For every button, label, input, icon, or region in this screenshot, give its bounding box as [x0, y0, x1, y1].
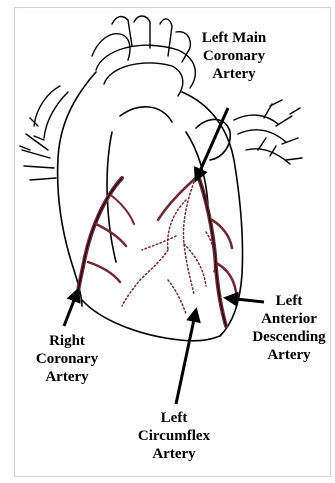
label-line: Artery: [30, 368, 104, 386]
heart-outline: [58, 72, 243, 341]
label-line: Left Main: [184, 29, 284, 47]
circumflex-artery-dotted: [122, 182, 215, 314]
label-line: Circumflex: [126, 427, 222, 445]
label-right-coronary-artery: Right Coronary Artery: [30, 332, 104, 386]
label-left-circumflex-artery: Left Circumflex Artery: [126, 409, 222, 463]
label-line: Coronary: [30, 350, 104, 368]
label-line: Left: [248, 292, 330, 310]
label-line: Artery: [126, 445, 222, 463]
label-line: Artery: [184, 65, 284, 83]
label-line: Anterior: [248, 310, 330, 328]
label-left-main-coronary-artery: Left Main Coronary Artery: [184, 29, 284, 83]
label-line: Coronary: [184, 47, 284, 65]
label-line: Descending: [248, 328, 330, 346]
coronary-arteries: [76, 170, 236, 326]
label-line: Artery: [248, 346, 330, 364]
arrow-right-coronary: [64, 290, 78, 326]
arrow-circumflex: [176, 310, 196, 404]
label-left-anterior-descending-artery: Left Anterior Descending Artery: [248, 292, 330, 364]
label-line: Left: [126, 409, 222, 427]
label-line: Right: [30, 332, 104, 350]
